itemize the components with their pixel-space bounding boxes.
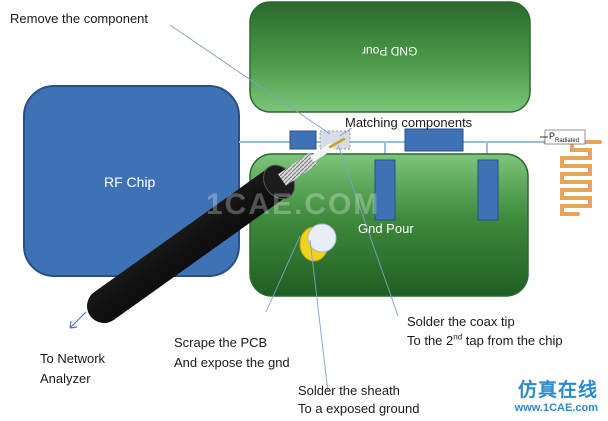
label-scrape-1: Scrape the PCB xyxy=(174,335,268,350)
coax-cable xyxy=(87,167,292,323)
scraped-pcb-spot xyxy=(307,223,337,253)
gnd-pour-bottom xyxy=(249,153,529,297)
label-to-network-2: Analyzer xyxy=(40,371,91,386)
leader-coax-tip xyxy=(337,144,399,317)
leader-remove xyxy=(169,24,331,135)
matching-component-1 xyxy=(289,130,317,150)
meander-antenna xyxy=(543,140,602,216)
coax-center-pin xyxy=(328,137,346,149)
watermark: 1CAE.COM xyxy=(206,188,381,221)
label-p-radiated: PRadiated xyxy=(549,131,580,144)
label-sheath-2: To a exposed ground xyxy=(298,401,420,416)
coax-braid xyxy=(278,152,318,186)
label-remove-component: Remove the component xyxy=(10,11,149,26)
leader-scrape xyxy=(265,235,301,313)
label-matching-components: Matching components xyxy=(345,115,473,130)
leader-sheath xyxy=(309,239,329,393)
brand-name: 仿真在线 xyxy=(517,380,598,401)
brand-url: www.1CAE.com xyxy=(514,402,598,414)
label-scrape-2: And expose the gnd xyxy=(174,355,290,370)
label-gnd-pour-bottom: Gnd Pour xyxy=(358,221,414,236)
label-gnd-pour-top: GND Pour xyxy=(362,44,418,58)
network-analyzer-arrow xyxy=(69,311,87,329)
label-coax-tip-2: To the 2nd tap from the chip xyxy=(407,332,563,348)
label-to-network-1: To Network xyxy=(40,351,106,366)
leader-matching xyxy=(339,127,353,137)
stub-2 xyxy=(477,159,499,221)
label-rf-chip: RF Chip xyxy=(104,174,156,190)
stub-1 xyxy=(374,159,396,221)
matching-component-2 xyxy=(404,128,464,152)
label-coax-tip-1: Solder the coax tip xyxy=(407,314,515,329)
label-sheath-1: Solder the sheath xyxy=(298,383,400,398)
coax-dielectric xyxy=(310,143,334,162)
gnd-pour-top xyxy=(249,1,531,113)
matching-component-removed xyxy=(319,130,351,150)
